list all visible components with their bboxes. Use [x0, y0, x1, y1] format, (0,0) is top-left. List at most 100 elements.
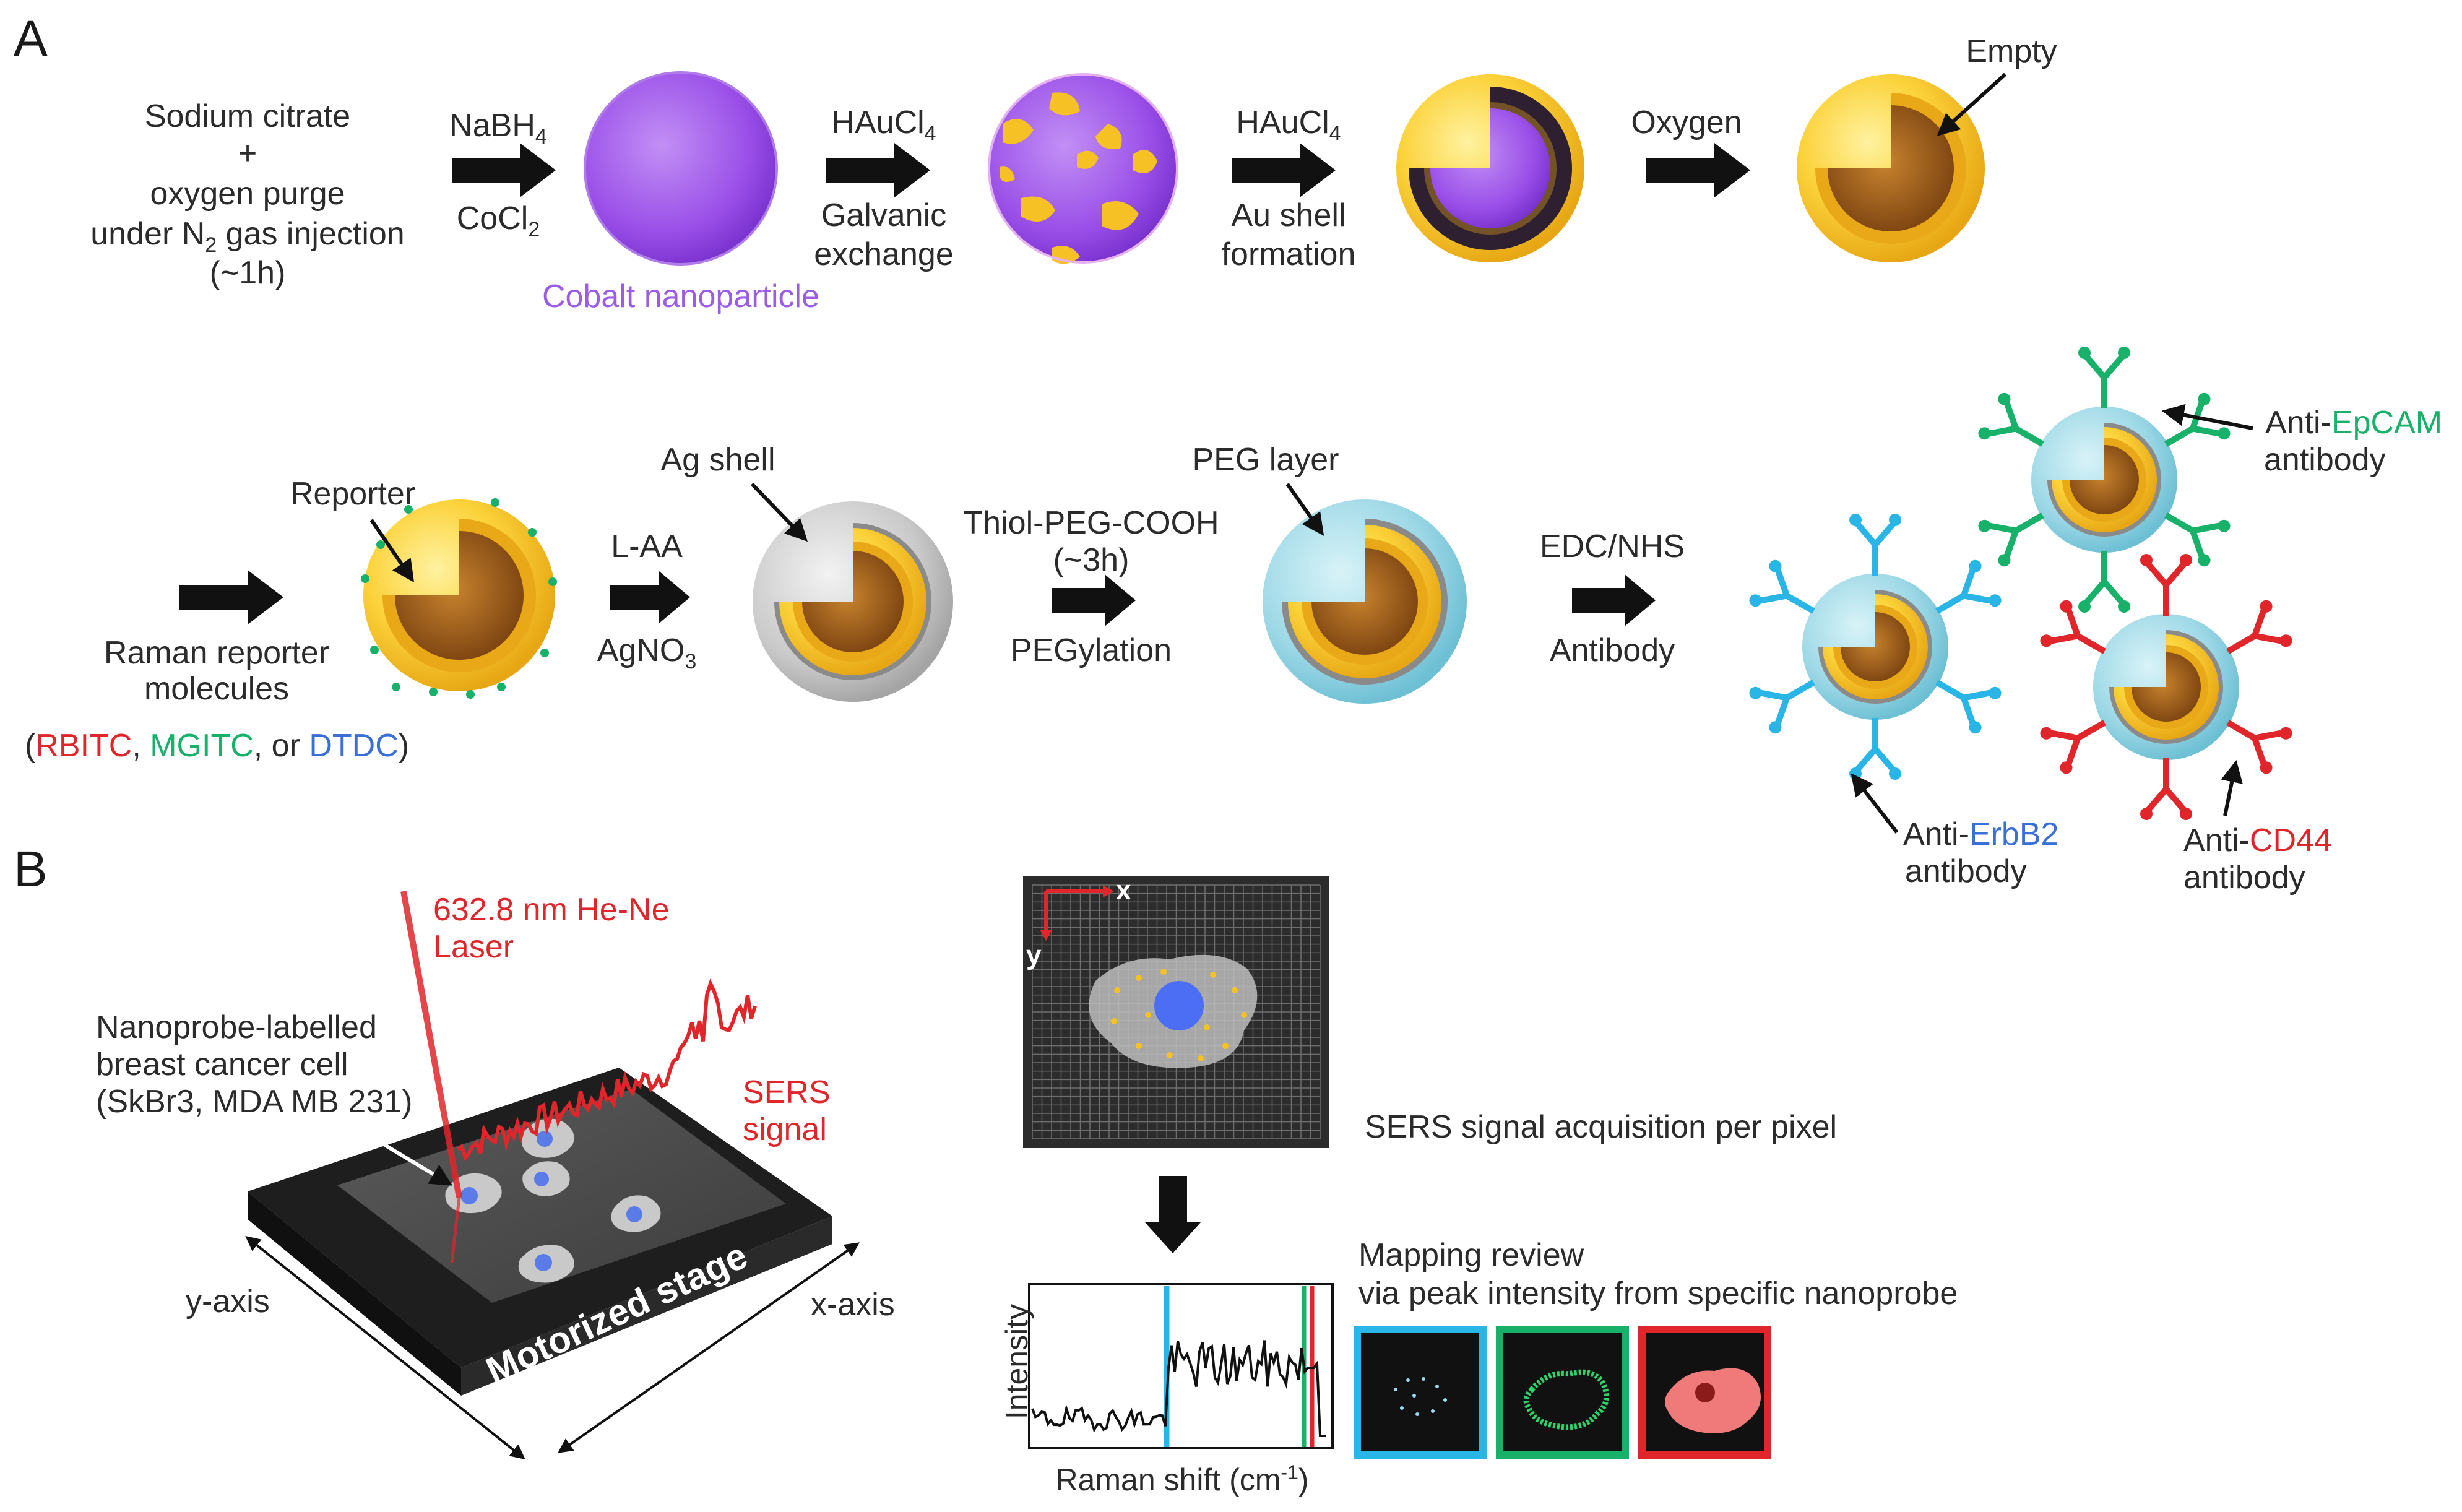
cd44-label: Anti-CD44	[2183, 823, 2332, 858]
svg-text:EDC/NHS: EDC/NHS	[1540, 529, 1685, 564]
x-axis-arrow	[558, 1242, 860, 1453]
svg-text:NaBH4: NaBH4	[449, 108, 547, 149]
galvanic-particle	[988, 73, 1178, 264]
ag-shell-label: Ag shell	[661, 442, 775, 478]
y-axis-arrow	[245, 1236, 525, 1459]
peg-layer-label: PEG layer	[1193, 442, 1339, 478]
pixel-grid-image: x y	[1023, 875, 1329, 1148]
erbb2-conjugate	[1749, 514, 2002, 780]
cell-label-1: Nanoprobe-labelled	[96, 1009, 377, 1045]
cobalt-nanoparticle	[584, 71, 778, 266]
panel-a-letter: A	[14, 11, 48, 67]
mapping-label-1: Mapping review	[1358, 1237, 1584, 1273]
block-arrow	[610, 571, 690, 623]
acquisition-label: SERS signal acquisition per pixel	[1365, 1109, 1837, 1145]
antibody	[2164, 392, 2231, 447]
block-arrow	[1646, 143, 1750, 197]
antibody	[2140, 758, 2192, 820]
cell	[611, 1195, 661, 1232]
antibody	[2078, 347, 2130, 408]
map-thumb-blue	[1354, 1326, 1487, 1459]
antibody	[1849, 718, 1901, 780]
epcam-label: Anti-EpCAM	[2265, 405, 2442, 441]
ag-shell-particle	[753, 501, 953, 702]
map-thumb-red	[1638, 1326, 1771, 1459]
svg-text:oxygen purge: oxygen purge	[150, 176, 345, 212]
grid-y-label: y	[1026, 940, 1042, 970]
arrow-step-3: HAuCl4 Au shell formation	[1222, 105, 1356, 272]
svg-text:Antibody: Antibody	[1550, 633, 1675, 668]
antibody	[2226, 720, 2292, 774]
antibody	[1935, 559, 2002, 614]
svg-text:AgNO3: AgNO3	[597, 633, 697, 673]
au-shell-particle	[1396, 74, 1584, 262]
svg-text:HAuCl4: HAuCl4	[1236, 105, 1341, 145]
cell-label-2: breast cancer cell	[96, 1047, 348, 1082]
raman-label-2: molecules	[144, 671, 289, 707]
cobalt-label: Cobalt nanoparticle	[542, 279, 819, 314]
peg-particle	[1263, 499, 1467, 704]
empty-label: Empty	[1966, 33, 2057, 69]
antibody	[2040, 720, 2106, 774]
reporter-particle	[361, 498, 557, 699]
antibody	[1935, 680, 2002, 734]
spectrum-ylabel: Intensity	[1000, 1304, 1034, 1419]
svg-text:CoCl2: CoCl2	[457, 201, 540, 241]
svg-text:under N2 gas injection: under N2 gas injection	[90, 216, 404, 257]
dye-list: (RBITC, MGITC, or DTDC)	[25, 728, 409, 764]
laser-beam	[400, 891, 462, 1198]
erbb2-label: Anti-ErbB2	[1903, 816, 2058, 852]
panel-b-letter: B	[14, 841, 48, 897]
svg-text:Thiol-PEG-COOH: Thiol-PEG-COOH	[963, 505, 1219, 541]
antibody	[2164, 512, 2231, 567]
laser-label-1: 632.8 nm He-Ne	[433, 892, 670, 928]
hollow-particle	[1797, 74, 1985, 262]
svg-text:+: +	[238, 136, 257, 171]
cd44-conjugate	[2040, 554, 2292, 820]
block-arrow	[826, 143, 930, 197]
cell	[521, 1118, 574, 1158]
arrow-step-7: Thiol-PEG-COOH (~3h) PEGylation	[963, 505, 1219, 668]
map-thumb-green	[1496, 1326, 1629, 1459]
svg-text:formation: formation	[1222, 236, 1356, 272]
svg-text:(~1h): (~1h)	[210, 255, 286, 291]
arrow-step-1: NaBH4 CoCl2	[449, 108, 556, 241]
antibody	[2078, 551, 2130, 613]
antibody	[2040, 600, 2106, 654]
antibody	[1849, 514, 1901, 576]
arrow-step-5	[179, 570, 283, 624]
svg-text:Galvanic: Galvanic	[821, 197, 946, 233]
arrow-step-8: EDC/NHS Antibody	[1540, 529, 1685, 668]
antibody	[1978, 512, 2044, 567]
antibody	[1978, 392, 2044, 447]
block-arrow	[1572, 574, 1656, 626]
spectrum-trace	[1031, 1340, 1326, 1437]
block-arrow	[1052, 574, 1136, 626]
svg-text:Oxygen: Oxygen	[1631, 105, 1742, 140]
sers-label-2: signal	[743, 1112, 827, 1147]
cd44-label-2: antibody	[2183, 860, 2305, 896]
antibody	[2140, 554, 2192, 616]
svg-text:(~3h): (~3h)	[1053, 542, 1129, 578]
erbb2-label-2: antibody	[1905, 853, 2027, 889]
cell-label-3: (SkBr3, MDA MB 231)	[96, 1084, 412, 1120]
grid-x-label: x	[1116, 875, 1131, 905]
step1-text: Sodium citrate + oxygen purge under N2 g…	[90, 98, 404, 291]
antibody	[1749, 559, 1815, 614]
svg-text:HAuCl4: HAuCl4	[831, 105, 936, 145]
svg-text:exchange: exchange	[814, 236, 954, 272]
epcam-conjugate	[1978, 347, 2231, 613]
x-axis-label: x-axis	[811, 1287, 895, 1323]
laser-label-2: Laser	[433, 929, 514, 965]
arrow-step-4: Oxygen	[1631, 105, 1750, 197]
block-arrow	[1232, 143, 1336, 197]
cell	[522, 1161, 570, 1196]
svg-text:L-AA: L-AA	[611, 529, 683, 564]
antibody	[1749, 680, 1815, 734]
svg-text:PEGylation: PEGylation	[1011, 633, 1172, 668]
raman-spectrum: Intensity Raman shift (cm-1)	[1000, 1283, 1334, 1497]
raman-label-1: Raman reporter	[104, 635, 329, 671]
mapping-label-2: via peak intensity from specific nanopro…	[1358, 1276, 1958, 1311]
epcam-label-2: antibody	[2264, 442, 2386, 478]
sers-label-1: SERS	[743, 1074, 831, 1110]
